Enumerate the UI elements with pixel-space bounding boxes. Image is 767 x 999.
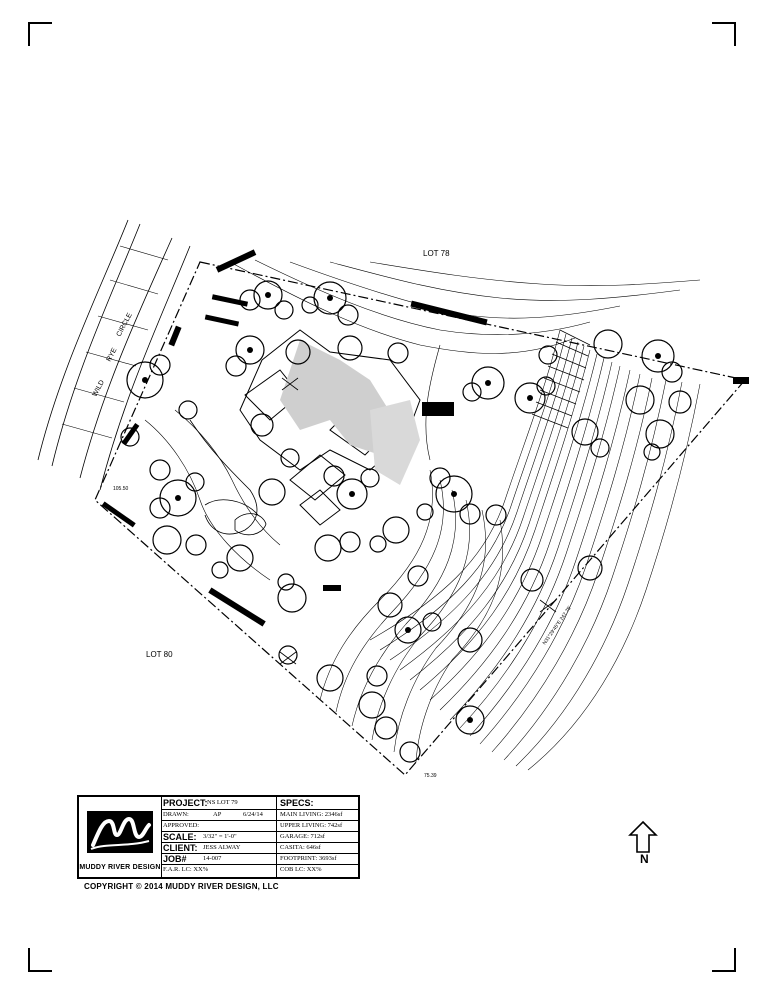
drawn-row: DRAWN: AP 6/24/14 MAIN LIVING: 2346sf	[161, 810, 358, 821]
boundary-bearing-label: N31°29'45"E 247.75'	[542, 605, 573, 646]
client-row: CLIENT: JESS ALWAY CASITA: 646sf	[161, 843, 358, 854]
far-text: F.A.R. LC: XX%	[163, 866, 209, 873]
property-boundary	[94, 261, 747, 776]
street-word-3: CIRCLE	[116, 312, 134, 338]
project-row: PROJECT: NS LOT 79 SPECS:	[161, 797, 358, 810]
north-arrow-icon	[628, 820, 658, 853]
company-logo: MUDDY RIVER DESIGN	[79, 797, 162, 877]
spec-main-living: MAIN LIVING: 2346sf	[280, 811, 343, 818]
company-name: MUDDY RIVER DESIGN	[79, 864, 161, 871]
crop-mark-top-right	[712, 22, 736, 46]
far-row: F.A.R. LC: XX% COB LC: XX%	[161, 865, 358, 875]
project-value: NS LOT 79	[207, 799, 238, 806]
elevation-label-west: 105.50	[113, 486, 129, 492]
street-word-1: WILD	[92, 379, 106, 398]
drawn-label: DRAWN:	[163, 811, 189, 818]
crop-mark-top-left	[28, 22, 52, 46]
building-hatch	[280, 340, 395, 455]
spec-cob: COB LC: XX%	[280, 866, 322, 873]
lot-80-label: LOT 80	[146, 650, 173, 659]
drawn-by: AP	[213, 811, 222, 818]
drawn-date: 6/24/14	[243, 811, 263, 818]
crop-mark-bottom-right	[712, 948, 736, 972]
elevation-label-south: 75.39	[424, 773, 437, 779]
specs-label: SPECS:	[280, 798, 314, 808]
scale-row: SCALE: 3/32" = 1'-0" GARAGE: 712sf	[161, 832, 358, 843]
copyright-notice: COPYRIGHT © 2014 MUDDY RIVER DESIGN, LLC	[84, 882, 279, 891]
spec-garage: GARAGE: 712sf	[280, 833, 325, 840]
spec-upper-living: UPPER LIVING: 742sf	[280, 822, 343, 829]
scale-label: SCALE:	[163, 832, 197, 842]
scale-value: 3/32" = 1'-0"	[203, 833, 237, 840]
job-row: JOB# 14-007 FOOTPRINT: 3693sf	[161, 854, 358, 865]
client-label: CLIENT:	[163, 843, 198, 853]
title-block: MUDDY RIVER DESIGN PROJECT: NS LOT 79 SP…	[77, 795, 360, 879]
spec-footprint: FOOTPRINT: 3693sf	[280, 855, 337, 862]
client-value: JESS ALWAY	[203, 844, 241, 851]
job-value: 14-007	[203, 855, 222, 862]
muddy-river-logo-mark	[87, 811, 153, 853]
lot-78-label: LOT 78	[423, 249, 450, 258]
crop-mark-bottom-left	[28, 948, 52, 972]
approved-label: APPROVED:	[163, 822, 200, 829]
title-block-divider	[276, 797, 277, 877]
project-label: PROJECT:	[163, 798, 208, 808]
job-label: JOB#	[163, 854, 187, 864]
north-label: N	[640, 852, 649, 866]
spec-casita: CASITA: 646sf	[280, 844, 321, 851]
approved-row: APPROVED: UPPER LIVING: 742sf	[161, 821, 358, 832]
